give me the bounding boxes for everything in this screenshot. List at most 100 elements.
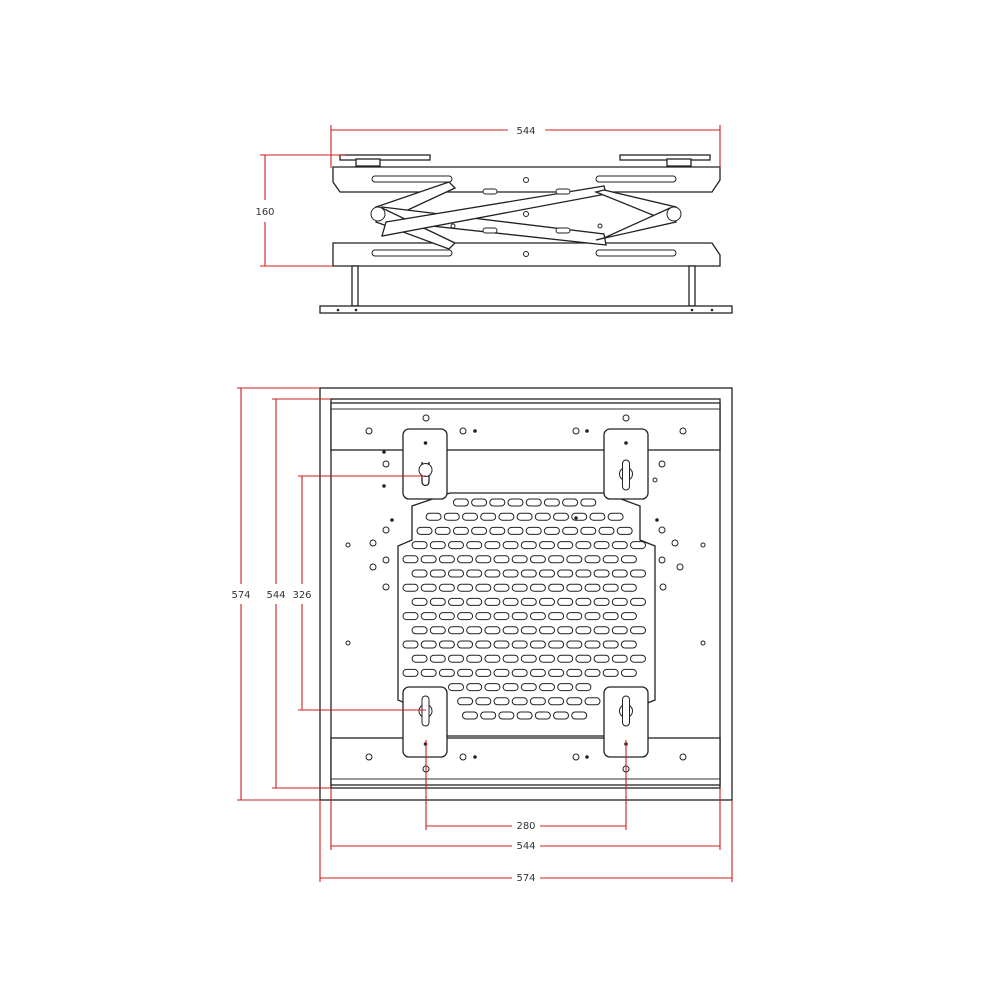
- perforation-slot: [593, 541, 610, 550]
- top-slot-left: [371, 175, 453, 183]
- perforation-slot: [457, 555, 474, 564]
- perforation-slot: [620, 555, 637, 564]
- bar-hole: [572, 753, 580, 761]
- perforation-slot: [620, 640, 637, 649]
- perforation-slot: [448, 654, 464, 663]
- plan-inner-width-label: 544: [516, 841, 535, 852]
- perforation-slot: [525, 498, 542, 507]
- top-block-right: [666, 158, 692, 167]
- perforation-slot: [520, 597, 537, 606]
- rail-hole: [336, 308, 340, 312]
- perforation-slot: [520, 569, 537, 578]
- perforation-slot: [589, 512, 606, 521]
- perforation-slot: [457, 668, 474, 677]
- perforation-slot: [516, 711, 533, 720]
- perforation-slot: [548, 640, 565, 649]
- plan-dimension-outer-height: [237, 387, 320, 801]
- rail-hole: [690, 308, 694, 312]
- perforation-slot: [475, 668, 492, 677]
- perforation-slot: [429, 541, 446, 550]
- pivot-right: [666, 206, 682, 222]
- perforation-slot: [402, 640, 419, 649]
- perforation-slot: [511, 555, 528, 564]
- perforation-slot: [484, 683, 501, 692]
- perforation-slot: [493, 697, 510, 706]
- top-slot-right: [595, 175, 677, 183]
- perforation-slot: [462, 711, 478, 720]
- side-height-label: 160: [255, 207, 274, 218]
- perforation-slot: [475, 583, 492, 592]
- perforation-slot: [502, 597, 519, 606]
- perforation-slot: [484, 597, 501, 606]
- perforation-slot: [475, 612, 492, 621]
- perforation-slot: [529, 640, 546, 649]
- perforation-slot: [584, 697, 601, 706]
- perforation-slot: [548, 555, 565, 564]
- perforation-slot: [475, 697, 492, 706]
- perforation-slot: [602, 583, 619, 592]
- perforation-slot: [466, 597, 483, 606]
- perforation-slot: [580, 498, 597, 507]
- perforation-slot: [553, 512, 569, 521]
- perforation-slot: [493, 583, 510, 592]
- bottom-center-hole: [523, 251, 529, 257]
- plan-hole-horizontal-label: 280: [516, 821, 535, 832]
- pivot-left: [370, 206, 386, 222]
- top-center-hole: [523, 177, 529, 183]
- plan-dimension-outer-width: [319, 800, 733, 882]
- perforation-slot: [584, 555, 601, 564]
- top-block-left: [355, 158, 381, 167]
- perforation-slot: [452, 498, 469, 507]
- perforation-slot: [438, 668, 455, 677]
- perforation-slot: [529, 555, 546, 564]
- perforation-slot: [539, 597, 555, 606]
- perforation-slot: [502, 541, 519, 550]
- perforation-slot: [502, 569, 519, 578]
- perforation-slot: [548, 612, 565, 621]
- frame-holes: [345, 450, 706, 646]
- perforation-slot: [402, 612, 419, 621]
- perforation-slot: [611, 569, 628, 578]
- perforation-slot: [484, 626, 501, 635]
- perforation-slot: [566, 668, 583, 677]
- perforation-slot: [553, 711, 569, 720]
- perforation-slot: [420, 583, 437, 592]
- perforation-slot: [607, 512, 624, 521]
- pivot-center: [523, 211, 529, 217]
- perforation-slot: [475, 555, 492, 564]
- perforation-slot: [539, 654, 555, 663]
- perforation-slot: [493, 668, 510, 677]
- side-view: [319, 154, 733, 314]
- perforation-slot: [457, 697, 474, 706]
- perforation-slot: [575, 541, 592, 550]
- plan-outer-width-label: 574: [516, 873, 535, 884]
- perforation-slot: [511, 668, 528, 677]
- perforation-slot: [557, 597, 574, 606]
- perforation-slot: [593, 569, 610, 578]
- plan-dimension-hole-vertical: [298, 475, 426, 711]
- arm-hole-2: [597, 223, 603, 229]
- perforation-slot: [511, 640, 528, 649]
- slot-grid: [402, 498, 646, 720]
- perforation-slot: [525, 526, 542, 535]
- arm-6: [595, 207, 677, 241]
- bar-hole: [459, 753, 467, 761]
- perforation-slot: [443, 512, 460, 521]
- leg-left: [351, 265, 359, 307]
- perforation-slot: [602, 555, 619, 564]
- perforation-slot: [402, 583, 419, 592]
- perforation-slot: [529, 612, 546, 621]
- perforation-slot: [584, 668, 601, 677]
- perforation-slot: [539, 683, 555, 692]
- perforation-slot: [557, 654, 574, 663]
- perforation-slot: [611, 654, 628, 663]
- perforation-slot: [534, 711, 551, 720]
- perforation-slot: [598, 526, 615, 535]
- perforation-slot: [420, 640, 437, 649]
- perforation-slot: [529, 583, 546, 592]
- perforation-slot: [580, 526, 597, 535]
- perforation-slot: [466, 654, 483, 663]
- plan-view: [319, 387, 733, 801]
- perforation-slot: [566, 555, 583, 564]
